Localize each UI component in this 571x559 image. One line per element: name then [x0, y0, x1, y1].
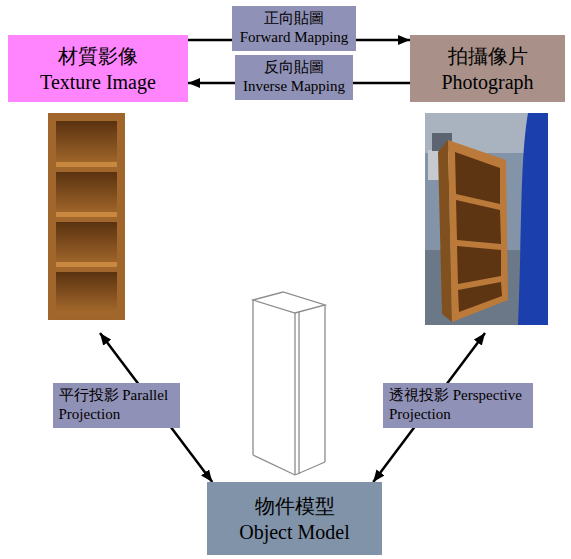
- node-header: 材質影像Texture Image: [8, 35, 188, 102]
- wireframe-model: [253, 292, 325, 475]
- model-box: 物件模型Object Model: [207, 482, 382, 555]
- node-label: 物件模型: [255, 493, 335, 519]
- photo-bookcase-compartment: [456, 200, 501, 244]
- wireframe-edge: [253, 455, 295, 475]
- wireframe-top: [253, 292, 325, 313]
- photograph-scene: [425, 113, 548, 325]
- node-label: 材質影像: [58, 43, 138, 69]
- bookcase-compartment: [56, 172, 117, 216]
- bookcase-compartment: [56, 121, 117, 166]
- node-label: Texture Image: [40, 69, 156, 95]
- edge-label-box: 正向貼圖 Forward Mapping: [232, 6, 356, 51]
- edge-label: 平行投影 Parallel Projection: [59, 386, 174, 425]
- edge-label-box: 平行投影 Parallel Projection: [53, 383, 180, 428]
- bookcase-shelf: [56, 162, 117, 167]
- edge-label: 透視投影 Perspective Projection: [389, 386, 527, 425]
- wireframe-edge: [298, 312, 299, 474]
- wireframe-edge: [252, 300, 253, 455]
- node-label: 拍攝像片: [448, 43, 528, 69]
- bookcase-shelf: [56, 262, 117, 267]
- photo-bookcase-compartment: [455, 152, 500, 204]
- photo-bookcase-front: [448, 140, 508, 322]
- bookcase-compartment: [56, 222, 117, 266]
- edge-label: 正向貼圖 Forward Mapping: [238, 9, 350, 48]
- bookcase-shelf: [56, 212, 117, 217]
- wireframe-edge: [324, 305, 325, 462]
- wireframe-edge: [295, 462, 325, 475]
- edge-label: 反向貼圖 Inverse Mapping: [241, 58, 347, 97]
- texture-bookcase: [48, 113, 125, 320]
- photo-curtain: [518, 113, 548, 325]
- bookcase-compartment: [56, 272, 117, 313]
- edge-label-box: 反向貼圖 Inverse Mapping: [235, 55, 353, 100]
- node-label: Photograph: [441, 69, 533, 95]
- wireframe-edge: [294, 313, 295, 475]
- image-panel: 拍攝像片Photograph: [410, 35, 565, 333]
- image-panel: 材質影像Texture Image: [8, 35, 188, 333]
- photo-bookcase-compartment: [458, 282, 502, 312]
- node-header: 拍攝像片Photograph: [410, 35, 565, 102]
- photo-bookcase-compartment: [457, 246, 501, 284]
- node-label: Object Model: [239, 519, 350, 545]
- bookcase-frame: [48, 113, 125, 320]
- photo-background: [425, 113, 548, 325]
- edge-label-box: 透視投影 Perspective Projection: [383, 383, 533, 428]
